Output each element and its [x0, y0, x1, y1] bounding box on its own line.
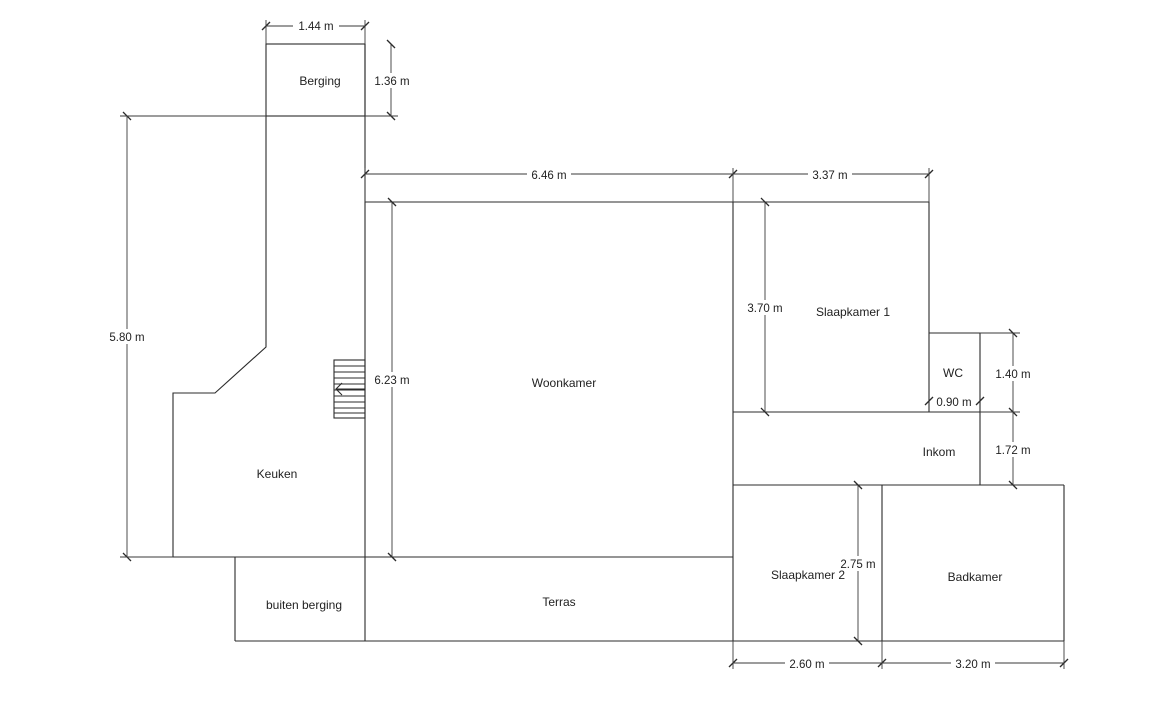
label-backgrounds: [106, 18, 1034, 671]
room-label-badkamer: Badkamer: [948, 570, 1003, 584]
dim-label-inkom-depth: 1.72 m: [995, 445, 1030, 457]
room-label-slaapkamer2: Slaapkamer 2: [771, 568, 845, 582]
wall-keuken: [172, 116, 365, 558]
room-label-berging: Berging: [299, 74, 340, 88]
dim-label-berging-depth: 1.36 m: [374, 76, 409, 88]
walls: [172, 43, 1065, 642]
stairs-arrow-icon: [335, 382, 365, 396]
dim-label-slaapkamer1-depth: 3.70 m: [747, 303, 782, 315]
dim-label-slaapkamer2-width: 2.60 m: [789, 659, 824, 671]
room-label-terras: Terras: [542, 595, 575, 609]
dim-label-woonkamer-depth: 6.23 m: [374, 375, 409, 387]
room-label-inkom: Inkom: [923, 445, 956, 459]
room-labels: Berging Keuken Woonkamer Slaapkamer 1 WC…: [257, 74, 1003, 612]
room-label-buiten-berging: buiten berging: [266, 598, 342, 612]
dim-label-slaapkamer2-depth: 2.75 m: [840, 559, 875, 571]
dim-label-wc-width: 0.90 m: [936, 397, 971, 409]
dim-label-berging-width: 1.44 m: [298, 21, 333, 33]
room-label-keuken: Keuken: [257, 467, 298, 481]
stairs: [333, 359, 366, 419]
dim-label-wc-depth: 1.40 m: [995, 369, 1030, 381]
dimension-labels: 1.44 m 1.36 m 5.80 m 6.46 m 3.37 m 6.23 …: [109, 21, 1030, 671]
dim-label-keuken-depth: 5.80 m: [109, 332, 144, 344]
dim-label-badkamer-width: 3.20 m: [955, 659, 990, 671]
room-label-woonkamer: Woonkamer: [532, 376, 596, 390]
room-label-slaapkamer1: Slaapkamer 1: [816, 305, 890, 319]
dimension-lines: [120, 20, 1069, 669]
dim-label-woonkamer-width: 6.46 m: [531, 170, 566, 182]
dim-label-slaapkamer1-width: 3.37 m: [812, 170, 847, 182]
room-label-wc: WC: [943, 366, 963, 380]
